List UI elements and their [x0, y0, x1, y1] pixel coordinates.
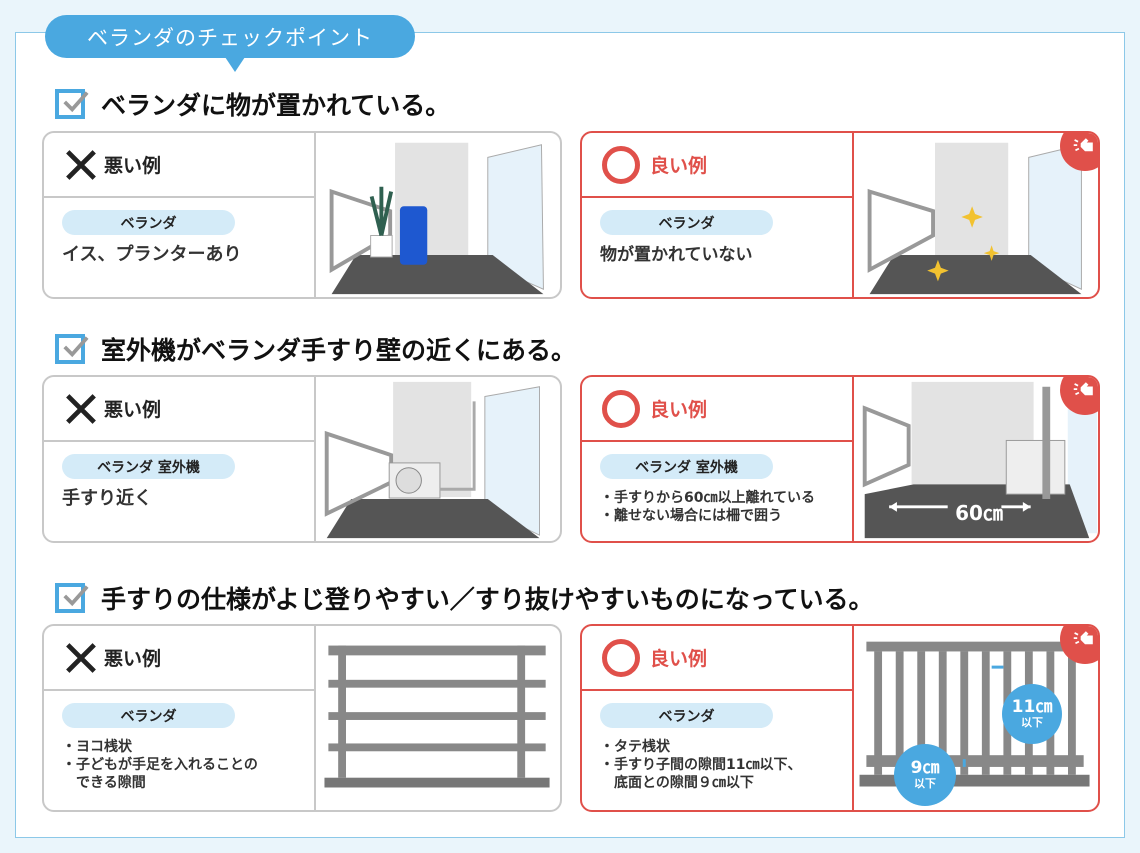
section-tab: ベランダのチェックポイント: [45, 15, 415, 72]
bad-label: 悪い例: [104, 155, 162, 177]
tag-pill: ベランダ: [62, 210, 235, 235]
x-mark-icon: [64, 148, 98, 182]
checkbox-icon: [55, 334, 85, 364]
checkpoint-heading: 手すりの仕様がよじ登りやすい／すり抜けやすいものになっている。: [55, 580, 874, 616]
description: ・タテ桟状・手すり子間の隙間11㎝以下、 底面との隙間９㎝以下: [600, 739, 802, 791]
bad-example-card: 悪い例 ベランダ 室外機 手すり近く: [42, 375, 562, 543]
description: イス、プランターあり: [62, 244, 242, 265]
circle-mark-icon: [602, 145, 640, 184]
baluster: [1068, 651, 1076, 775]
checkbox-icon: [55, 89, 85, 119]
baluster: [917, 651, 926, 775]
tag-pill: ベランダ: [600, 210, 773, 235]
checkbox-icon: [55, 583, 85, 613]
description: 物が置かれていない: [600, 245, 753, 265]
x-mark-icon: [64, 641, 98, 675]
good-example-card: 良い例 ベランダ 室外機 ・手すりから60㎝以上離れている・離せない場合には柵で…: [580, 375, 1100, 543]
checkpoint-title: ベランダに物が置かれている。: [101, 91, 451, 120]
tag-pill: ベランダ: [62, 703, 235, 728]
description: ・ヨコ桟状・子どもが手足を入れることの できる隙間: [62, 739, 258, 791]
bad-example-card: 悪い例 ベランダ ・ヨコ桟状・子どもが手足を入れることの できる隙間: [42, 624, 562, 812]
good-label: 良い例: [650, 399, 708, 421]
checkpoint-title: 室外機がベランダ手すり壁の近くにある。: [101, 336, 577, 365]
tag-pill: ベランダ 室外機: [600, 454, 773, 479]
checkpoint-title: 手すりの仕様がよじ登りやすい／すり抜けやすいものになっている。: [101, 585, 874, 614]
checkpoint-heading: ベランダに物が置かれている。: [55, 86, 450, 122]
bad-label: 悪い例: [104, 399, 162, 421]
circle-mark-icon: [602, 638, 640, 677]
description: 手すり近く: [62, 488, 152, 509]
balcony-with-items-illustration: [314, 133, 560, 297]
circle-mark-icon: [602, 389, 640, 428]
baluster: [874, 651, 883, 775]
checkpoint-heading: 室外機がベランダ手すり壁の近くにある。: [55, 331, 576, 367]
bad-example-card: 悪い例 ベランダ イス、プランターあり: [42, 131, 562, 299]
distance-label: 60㎝: [955, 501, 1003, 525]
good-label: 良い例: [650, 648, 708, 670]
tag-pill: ベランダ: [600, 703, 773, 728]
bad-label: 悪い例: [104, 648, 162, 670]
x-mark-icon: [64, 392, 98, 426]
good-label: 良い例: [650, 155, 708, 177]
baluster: [981, 651, 990, 775]
baluster: [895, 651, 904, 775]
baluster: [960, 651, 969, 775]
tag-pill: ベランダ 室外機: [62, 454, 235, 479]
clean-balcony-illustration: [852, 133, 1098, 297]
good-example-card: 良い例 ベランダ 物が置かれていない: [580, 131, 1100, 299]
ac-unit-60cm-away-illustration: 60㎝: [852, 377, 1098, 541]
ac-unit-near-railing-illustration: [314, 377, 560, 541]
good-example-card: 良い例 ベランダ ・タテ桟状・手すり子間の隙間11㎝以下、 底面との隙間９㎝以下…: [580, 624, 1100, 812]
baluster: [938, 651, 947, 775]
description: ・手すりから60㎝以上離れている・離せない場合には柵で囲う: [600, 490, 816, 524]
horizontal-rail-illustration: [314, 626, 560, 810]
